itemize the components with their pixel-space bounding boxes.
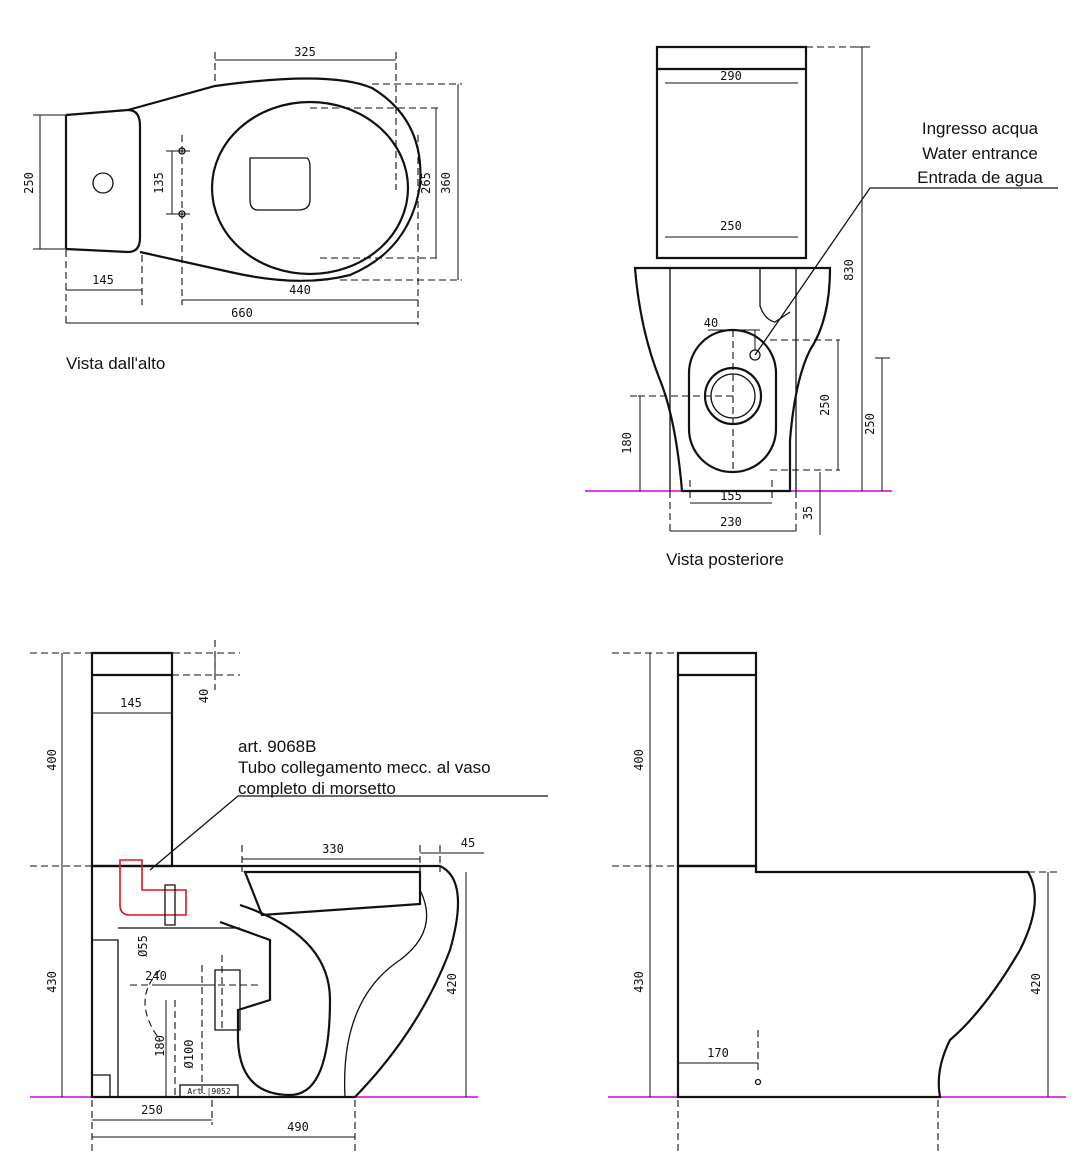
rear-inlet-channel bbox=[759, 268, 791, 323]
side-base-inner bbox=[92, 927, 240, 1097]
dim-label-430-side2: 430 bbox=[632, 971, 646, 993]
dim-label-145-top: 145 bbox=[92, 273, 114, 287]
side2-inlet-mark bbox=[754, 1078, 762, 1086]
side-tank bbox=[90, 651, 174, 868]
rear-dim-250r bbox=[875, 357, 890, 491]
rear-view: 290 250 830 40 250 250 180 155 230 35 In… bbox=[585, 45, 1058, 569]
side-outlet-fitting bbox=[214, 969, 241, 1031]
top-seat-ring bbox=[210, 100, 410, 276]
dim-label-250-side: 250 bbox=[141, 1103, 163, 1117]
top-ext-lines bbox=[65, 52, 419, 325]
dim-label-d55: Ø55 bbox=[136, 935, 150, 957]
dim-label-420-side: 420 bbox=[445, 973, 459, 995]
dim-label-660: 660 bbox=[231, 306, 253, 320]
side2-ext-lines bbox=[612, 652, 1060, 1153]
dim-label-250-height: 250 bbox=[818, 394, 832, 416]
top-ext-265 bbox=[310, 107, 440, 259]
dim-label-400-side: 400 bbox=[45, 749, 59, 771]
side-outlet-arc bbox=[144, 969, 161, 1041]
top-tank-hole bbox=[92, 172, 114, 194]
dim-label-250-width: 250 bbox=[720, 219, 742, 233]
art-9052-box bbox=[179, 1084, 239, 1098]
dim-label-830: 830 bbox=[842, 259, 856, 281]
dim-label-240: 240 bbox=[145, 969, 167, 983]
top-tank-outline bbox=[65, 108, 142, 254]
dim-label-art-9052: Art.|9052 bbox=[187, 1087, 231, 1096]
rear-tank bbox=[655, 45, 808, 260]
caption-top-view: Vista dall'alto bbox=[66, 354, 165, 373]
rear-bowl bbox=[633, 266, 832, 493]
side-pipe-leader bbox=[149, 795, 548, 871]
dim-label-490: 490 bbox=[287, 1120, 309, 1134]
dim-label-45: 45 bbox=[461, 836, 475, 850]
side2-bowl bbox=[676, 864, 1036, 1099]
side-section-view: 400 430 145 40 330 45 Ø55 240 180 Ø100 4… bbox=[30, 640, 548, 1153]
side-exterior-view: 400 430 420 170 bbox=[608, 651, 1066, 1153]
rear-ext-lines bbox=[630, 46, 870, 535]
dim-label-360: 360 bbox=[439, 172, 453, 194]
dim-label-330: 330 bbox=[322, 842, 344, 856]
water-inlet-label-es: Entrada de agua bbox=[917, 168, 1043, 187]
dim-label-250-top: 250 bbox=[22, 172, 36, 194]
connection-pipe-9068b bbox=[119, 859, 187, 916]
water-inlet-label-en: Water entrance bbox=[922, 144, 1038, 163]
side-rim bbox=[243, 870, 422, 917]
top-dim-135 bbox=[166, 150, 190, 215]
side-trap bbox=[219, 903, 332, 1097]
callout-pipe-description: Tubo collegamento mecc. al vaso bbox=[238, 758, 491, 777]
side-foot bbox=[92, 1074, 111, 1097]
rear-dim-40 bbox=[708, 329, 760, 350]
dim-label-420-side2: 420 bbox=[1029, 973, 1043, 995]
dim-label-145-side: 145 bbox=[120, 696, 142, 710]
dim-label-230: 230 bbox=[720, 515, 742, 529]
dim-label-325: 325 bbox=[294, 45, 316, 59]
dim-label-d100: Ø100 bbox=[182, 1040, 196, 1069]
side2-tank bbox=[676, 651, 758, 868]
top-dim-250 bbox=[33, 114, 66, 250]
rear-inner-walls bbox=[669, 268, 797, 491]
dim-label-135: 135 bbox=[152, 172, 166, 194]
dim-label-40-side: 40 bbox=[197, 689, 211, 703]
rear-inlet-leader bbox=[754, 187, 1058, 356]
dim-label-35: 35 bbox=[801, 506, 815, 520]
dim-label-250-right: 250 bbox=[863, 413, 877, 435]
dim-label-155: 155 bbox=[720, 489, 742, 503]
callout-pipe-clamp: completo di morsetto bbox=[238, 779, 396, 798]
dim-label-170: 170 bbox=[707, 1046, 729, 1060]
top-lid-opening bbox=[249, 157, 311, 211]
dim-label-265: 265 bbox=[419, 172, 433, 194]
side-bowl-outline bbox=[90, 864, 460, 1099]
dim-label-400-side2: 400 bbox=[632, 749, 646, 771]
water-inlet-label-it: Ingresso acqua bbox=[922, 119, 1039, 138]
side-clamp bbox=[164, 884, 176, 926]
dim-label-40-rear: 40 bbox=[704, 316, 718, 330]
top-view: 325 250 135 145 440 660 265 360 Vista da… bbox=[22, 45, 462, 373]
dim-label-430-side: 430 bbox=[45, 971, 59, 993]
rear-dim-830 bbox=[855, 46, 870, 491]
dim-label-290: 290 bbox=[720, 69, 742, 83]
callout-art-9068b: art. 9068B bbox=[238, 737, 316, 756]
side-bowl-inner bbox=[343, 889, 428, 1098]
top-bowl-outline bbox=[127, 77, 422, 282]
dim-label-440: 440 bbox=[289, 283, 311, 297]
dim-label-180-side: 180 bbox=[153, 1035, 167, 1057]
caption-rear-view: Vista posteriore bbox=[666, 550, 784, 569]
top-ext-360 bbox=[340, 83, 462, 281]
dim-label-180-rear: 180 bbox=[620, 432, 634, 454]
